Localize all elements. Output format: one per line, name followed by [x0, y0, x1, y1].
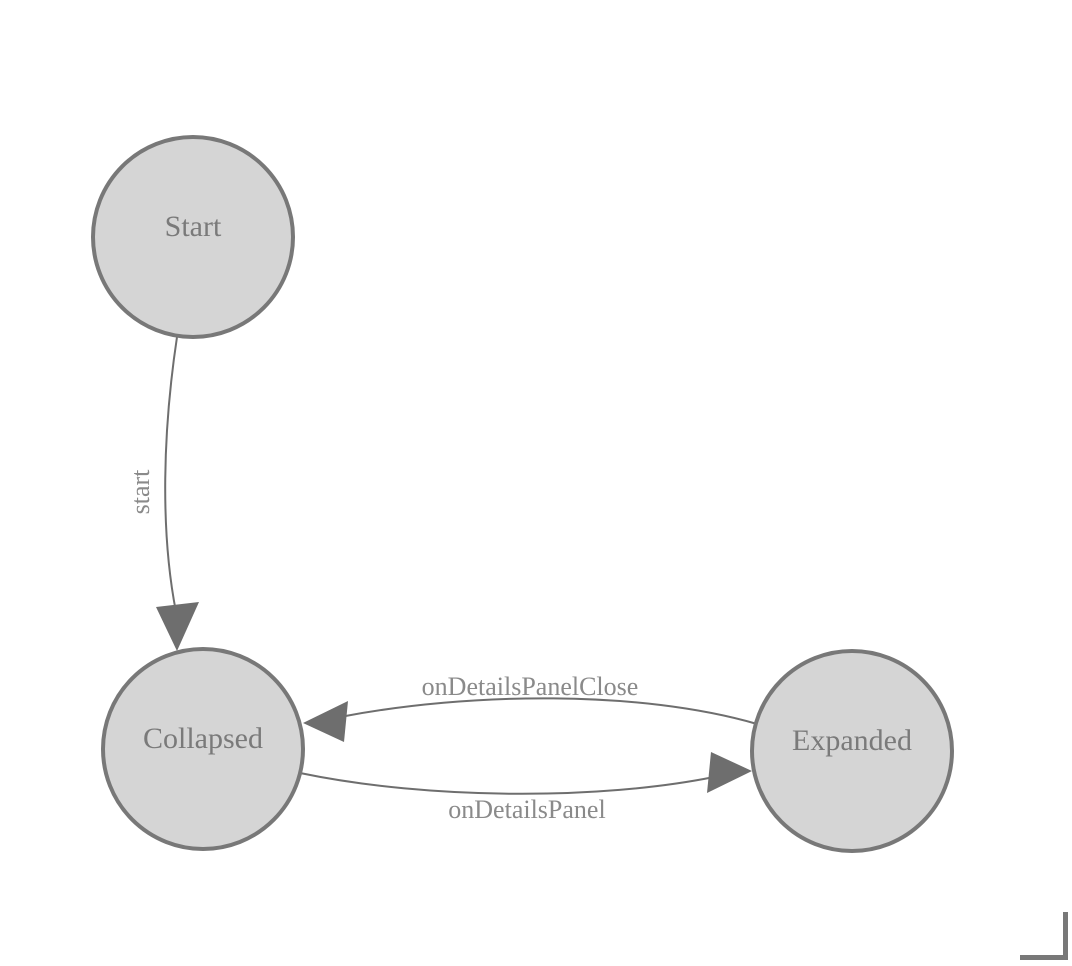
edge-path-on-details-panel — [299, 772, 715, 795]
node-start-label: Start — [165, 210, 222, 243]
resize-corner-mark[interactable] — [1020, 912, 1068, 960]
node-start-circle — [91, 135, 295, 339]
edge-path-start — [164, 336, 178, 613]
node-collapsed-circle — [101, 647, 305, 851]
node-expanded-circle — [750, 649, 954, 853]
edge-label-on-details-panel: onDetailsPanel — [448, 795, 605, 824]
edge-expanded-to-collapsed[interactable]: onDetailsPanelClose — [303, 672, 758, 742]
edge-start-to-collapsed[interactable]: start — [126, 336, 199, 651]
node-start[interactable]: Start — [91, 135, 295, 339]
node-expanded[interactable]: Expanded — [750, 649, 954, 853]
arrowhead-on-details-panel-close — [303, 701, 348, 742]
corner-mark-horizontal — [1020, 955, 1068, 960]
edge-collapsed-to-expanded[interactable]: onDetailsPanel — [299, 752, 752, 824]
corner-mark-vertical — [1063, 912, 1068, 960]
edge-label-on-details-panel-close: onDetailsPanelClose — [422, 672, 639, 701]
node-expanded-label: Expanded — [792, 724, 912, 757]
edge-path-on-details-panel-close — [339, 697, 758, 725]
arrowhead-start — [156, 602, 199, 651]
arrowhead-on-details-panel — [707, 752, 752, 793]
node-collapsed[interactable]: Collapsed — [101, 647, 305, 851]
node-collapsed-label: Collapsed — [143, 722, 263, 755]
edge-label-start: start — [126, 469, 155, 515]
